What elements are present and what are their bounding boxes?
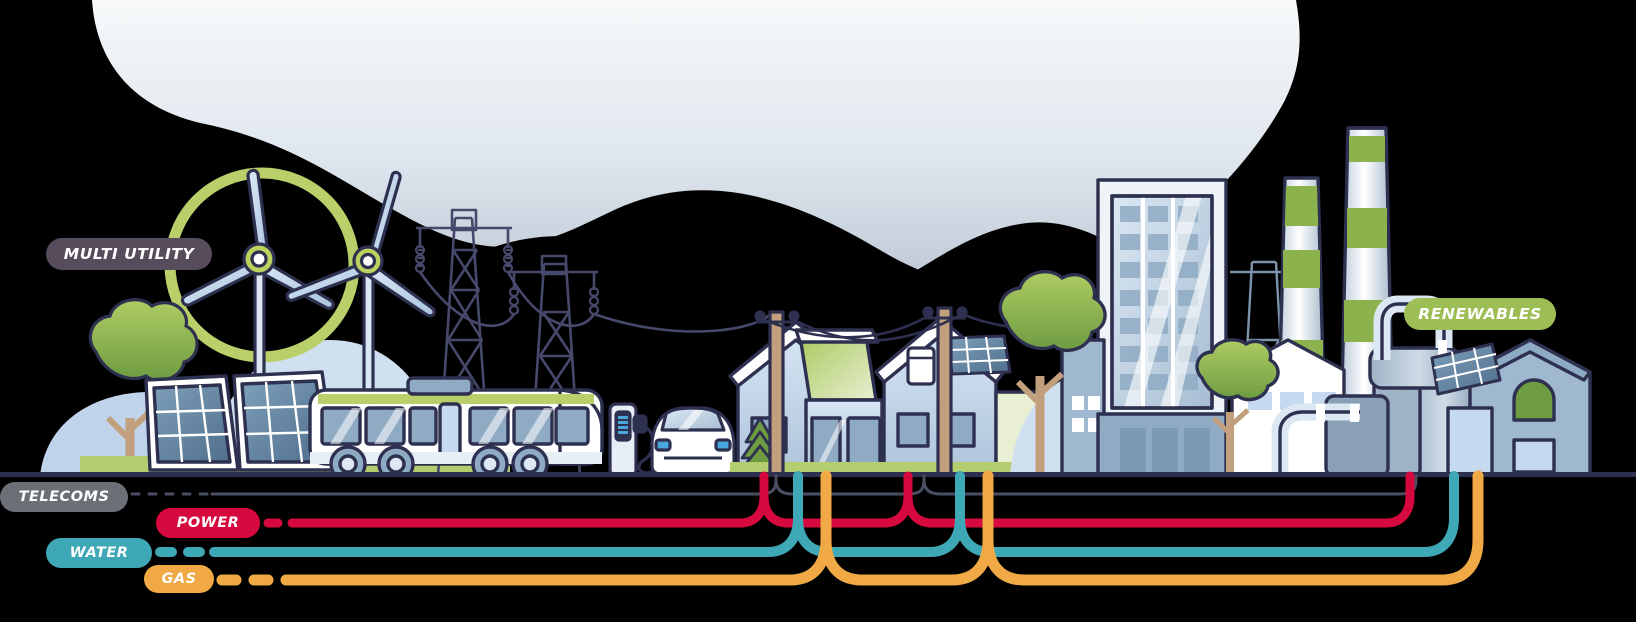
transmission-wire xyxy=(418,271,516,328)
badge-multi-utility[interactable]: MULTI UTILITY xyxy=(46,238,212,270)
legend-badge-water[interactable]: WATER xyxy=(46,538,152,568)
electric-car xyxy=(650,406,736,476)
pylon-group xyxy=(414,208,774,477)
tram xyxy=(308,376,604,483)
badge-renewables[interactable]: RENEWABLES xyxy=(1404,298,1556,330)
solar-panel-1 xyxy=(144,374,240,472)
city-tree-left xyxy=(998,269,1107,476)
water-main xyxy=(209,471,1459,557)
city-tree-right xyxy=(1195,338,1280,476)
power-main xyxy=(295,471,1415,528)
solar-panel-array xyxy=(144,370,338,472)
transmission-wire xyxy=(506,271,596,328)
wind-turbine-left xyxy=(180,168,335,478)
blade xyxy=(246,168,270,260)
blade xyxy=(254,256,335,310)
blade xyxy=(285,259,374,302)
tree-foliage xyxy=(88,298,199,382)
blade xyxy=(362,259,436,318)
gas-main xyxy=(294,470,1484,586)
wind-turbine-right xyxy=(285,170,436,478)
transformer-box xyxy=(906,346,936,386)
green-roof xyxy=(798,334,878,402)
pipe-water xyxy=(155,471,1459,557)
green-arch-door xyxy=(1512,378,1556,422)
utility-pole-2 xyxy=(906,306,968,478)
utility-poles-group xyxy=(754,306,1111,478)
roof-solar-panel xyxy=(946,334,1012,376)
legend-badge-gas[interactable]: GAS xyxy=(144,565,214,593)
blade xyxy=(180,256,265,307)
blade xyxy=(366,170,402,263)
pipe-gas xyxy=(216,470,1484,586)
city-industry-group xyxy=(998,126,1592,478)
legend-badge-telecoms[interactable]: TELECOMS xyxy=(0,482,128,512)
pipe-power xyxy=(263,471,1415,528)
sky-gradient xyxy=(92,0,1300,290)
warehouse-solar xyxy=(1430,338,1592,478)
ground-line xyxy=(0,472,1636,477)
legend-badge-power[interactable]: POWER xyxy=(156,508,260,538)
left-renewables-group xyxy=(40,167,510,478)
utility-pole-1 xyxy=(754,310,800,478)
